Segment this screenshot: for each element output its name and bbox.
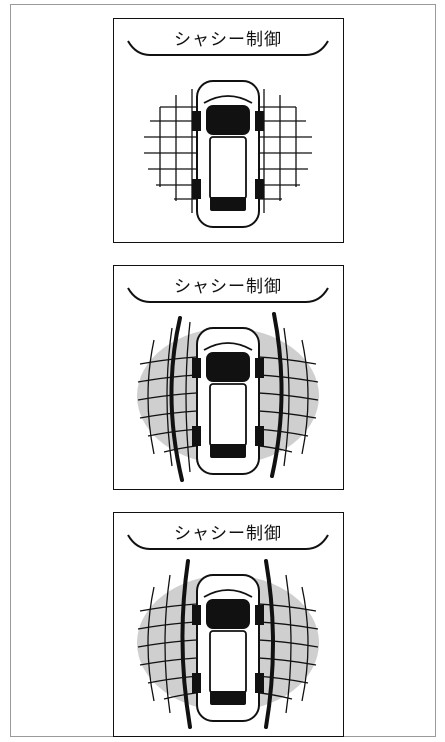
car-icon: [192, 574, 264, 722]
title-bracket: [127, 40, 329, 56]
panel-title: シャシー制御: [174, 277, 282, 297]
chassis-diagram-3: [127, 534, 329, 729]
car-icon: [192, 327, 264, 475]
chassis-diagram-1: [127, 40, 329, 228]
chassis-diagram-2: [127, 287, 329, 482]
title-bracket: [127, 287, 329, 303]
lane-curves: [169, 312, 284, 482]
lane-curves: [180, 559, 275, 729]
panel-title: シャシー制御: [174, 30, 282, 50]
panel-title: シャシー制御: [174, 524, 282, 544]
car-icon: [192, 80, 264, 228]
chassis-control-panel-3: シャシー制御: [113, 512, 344, 737]
chassis-control-panel-2: シャシー制御: [113, 265, 344, 490]
title-bracket: [127, 534, 329, 550]
chassis-control-panel-1: シャシー制御: [113, 18, 344, 243]
